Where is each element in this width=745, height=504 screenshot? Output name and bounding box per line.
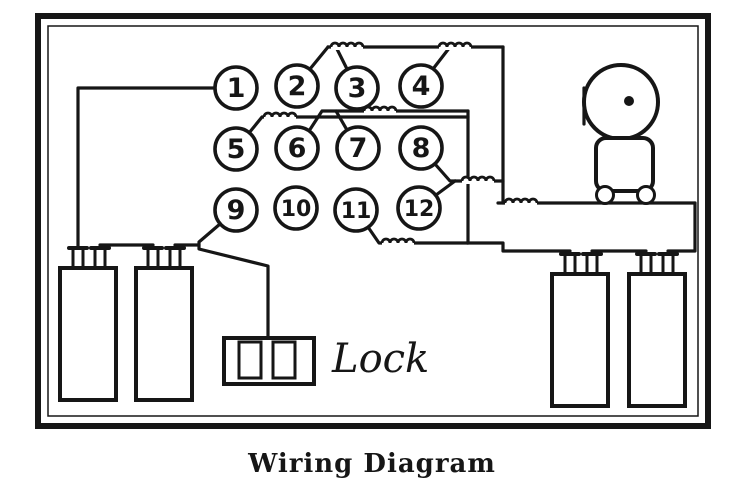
wire bbox=[334, 109, 349, 132]
terminal-5: 5 bbox=[213, 126, 259, 172]
coil-icon bbox=[503, 197, 539, 206]
terminal-number: 2 bbox=[288, 71, 307, 102]
terminal-8: 8 bbox=[398, 125, 444, 171]
lock-contact bbox=[271, 340, 297, 380]
terminal-number: 11 bbox=[341, 199, 372, 224]
terminal-10: 10 bbox=[273, 185, 319, 231]
terminal-number: 10 bbox=[281, 197, 312, 222]
bell-clapper-dot bbox=[624, 96, 634, 106]
terminal-circle bbox=[333, 187, 379, 233]
terminal-number: 4 bbox=[412, 71, 431, 102]
diagram-frame-inner bbox=[47, 25, 699, 417]
terminal-number: 6 bbox=[288, 133, 307, 164]
coil-icon bbox=[329, 41, 365, 50]
coil-icon bbox=[262, 111, 298, 120]
battery-body bbox=[134, 266, 194, 402]
wire bbox=[76, 86, 217, 248]
wire bbox=[307, 109, 470, 133]
wire bbox=[308, 45, 330, 71]
lock-label: Lock bbox=[331, 336, 429, 382]
battery-body bbox=[627, 272, 687, 408]
terminal-circle bbox=[274, 63, 320, 109]
battery-cell-3 bbox=[550, 252, 610, 408]
wire bbox=[366, 225, 470, 245]
bell-body bbox=[594, 136, 655, 193]
terminal-circle bbox=[273, 185, 319, 231]
wire bbox=[247, 115, 470, 135]
terminal-number: 3 bbox=[348, 73, 367, 104]
terminal-number: 5 bbox=[227, 134, 246, 165]
terminal-12: 12 bbox=[396, 185, 442, 231]
terminal-circle bbox=[334, 65, 380, 111]
wire bbox=[666, 201, 697, 253]
coil-icon bbox=[437, 41, 473, 50]
bell-icon bbox=[582, 63, 660, 205]
wire bbox=[431, 45, 452, 71]
terminal-4: 4 bbox=[398, 63, 444, 109]
terminal-number: 7 bbox=[349, 133, 368, 164]
terminal-circle bbox=[274, 125, 320, 171]
terminal-circle bbox=[213, 126, 259, 172]
coil-icon bbox=[362, 105, 398, 114]
terminal-circle bbox=[396, 185, 442, 231]
terminal-6: 6 bbox=[274, 125, 320, 171]
bell-foot bbox=[636, 185, 656, 205]
wire bbox=[334, 45, 349, 71]
terminal-circle bbox=[398, 125, 444, 171]
terminal-7: 7 bbox=[335, 125, 381, 171]
wire bbox=[465, 241, 572, 253]
battery-cell-4 bbox=[627, 252, 687, 408]
terminal-number: 8 bbox=[412, 133, 431, 164]
wires bbox=[76, 45, 697, 342]
terminal-number: 9 bbox=[227, 195, 246, 226]
terminal-circle bbox=[398, 63, 444, 109]
terminal-3: 3 bbox=[334, 65, 380, 111]
lock-contact bbox=[237, 340, 263, 380]
coil-icon bbox=[380, 237, 416, 246]
wire bbox=[434, 179, 457, 197]
terminal-number: 12 bbox=[404, 197, 435, 222]
terminal-number: 1 bbox=[227, 73, 246, 104]
battery-body bbox=[550, 272, 610, 408]
battery-body bbox=[58, 266, 118, 402]
diagram-caption: Wiring Diagram bbox=[247, 449, 496, 479]
bell-gong bbox=[582, 63, 660, 141]
diagram-frame-outer bbox=[35, 13, 711, 429]
battery-cell-2 bbox=[134, 246, 194, 402]
battery-cell-1 bbox=[58, 246, 118, 402]
terminal-1: 1 bbox=[213, 65, 259, 111]
terminal-9: 9 bbox=[213, 187, 259, 233]
wire bbox=[197, 222, 270, 342]
terminal-circle bbox=[335, 125, 381, 171]
terminal-11: 11 bbox=[333, 187, 379, 233]
terminal-circle bbox=[213, 65, 259, 111]
coil-icon bbox=[460, 175, 496, 184]
lock-switch bbox=[222, 336, 316, 386]
bell-foot bbox=[595, 185, 615, 205]
terminal-circle bbox=[213, 187, 259, 233]
terminal-2: 2 bbox=[274, 63, 320, 109]
